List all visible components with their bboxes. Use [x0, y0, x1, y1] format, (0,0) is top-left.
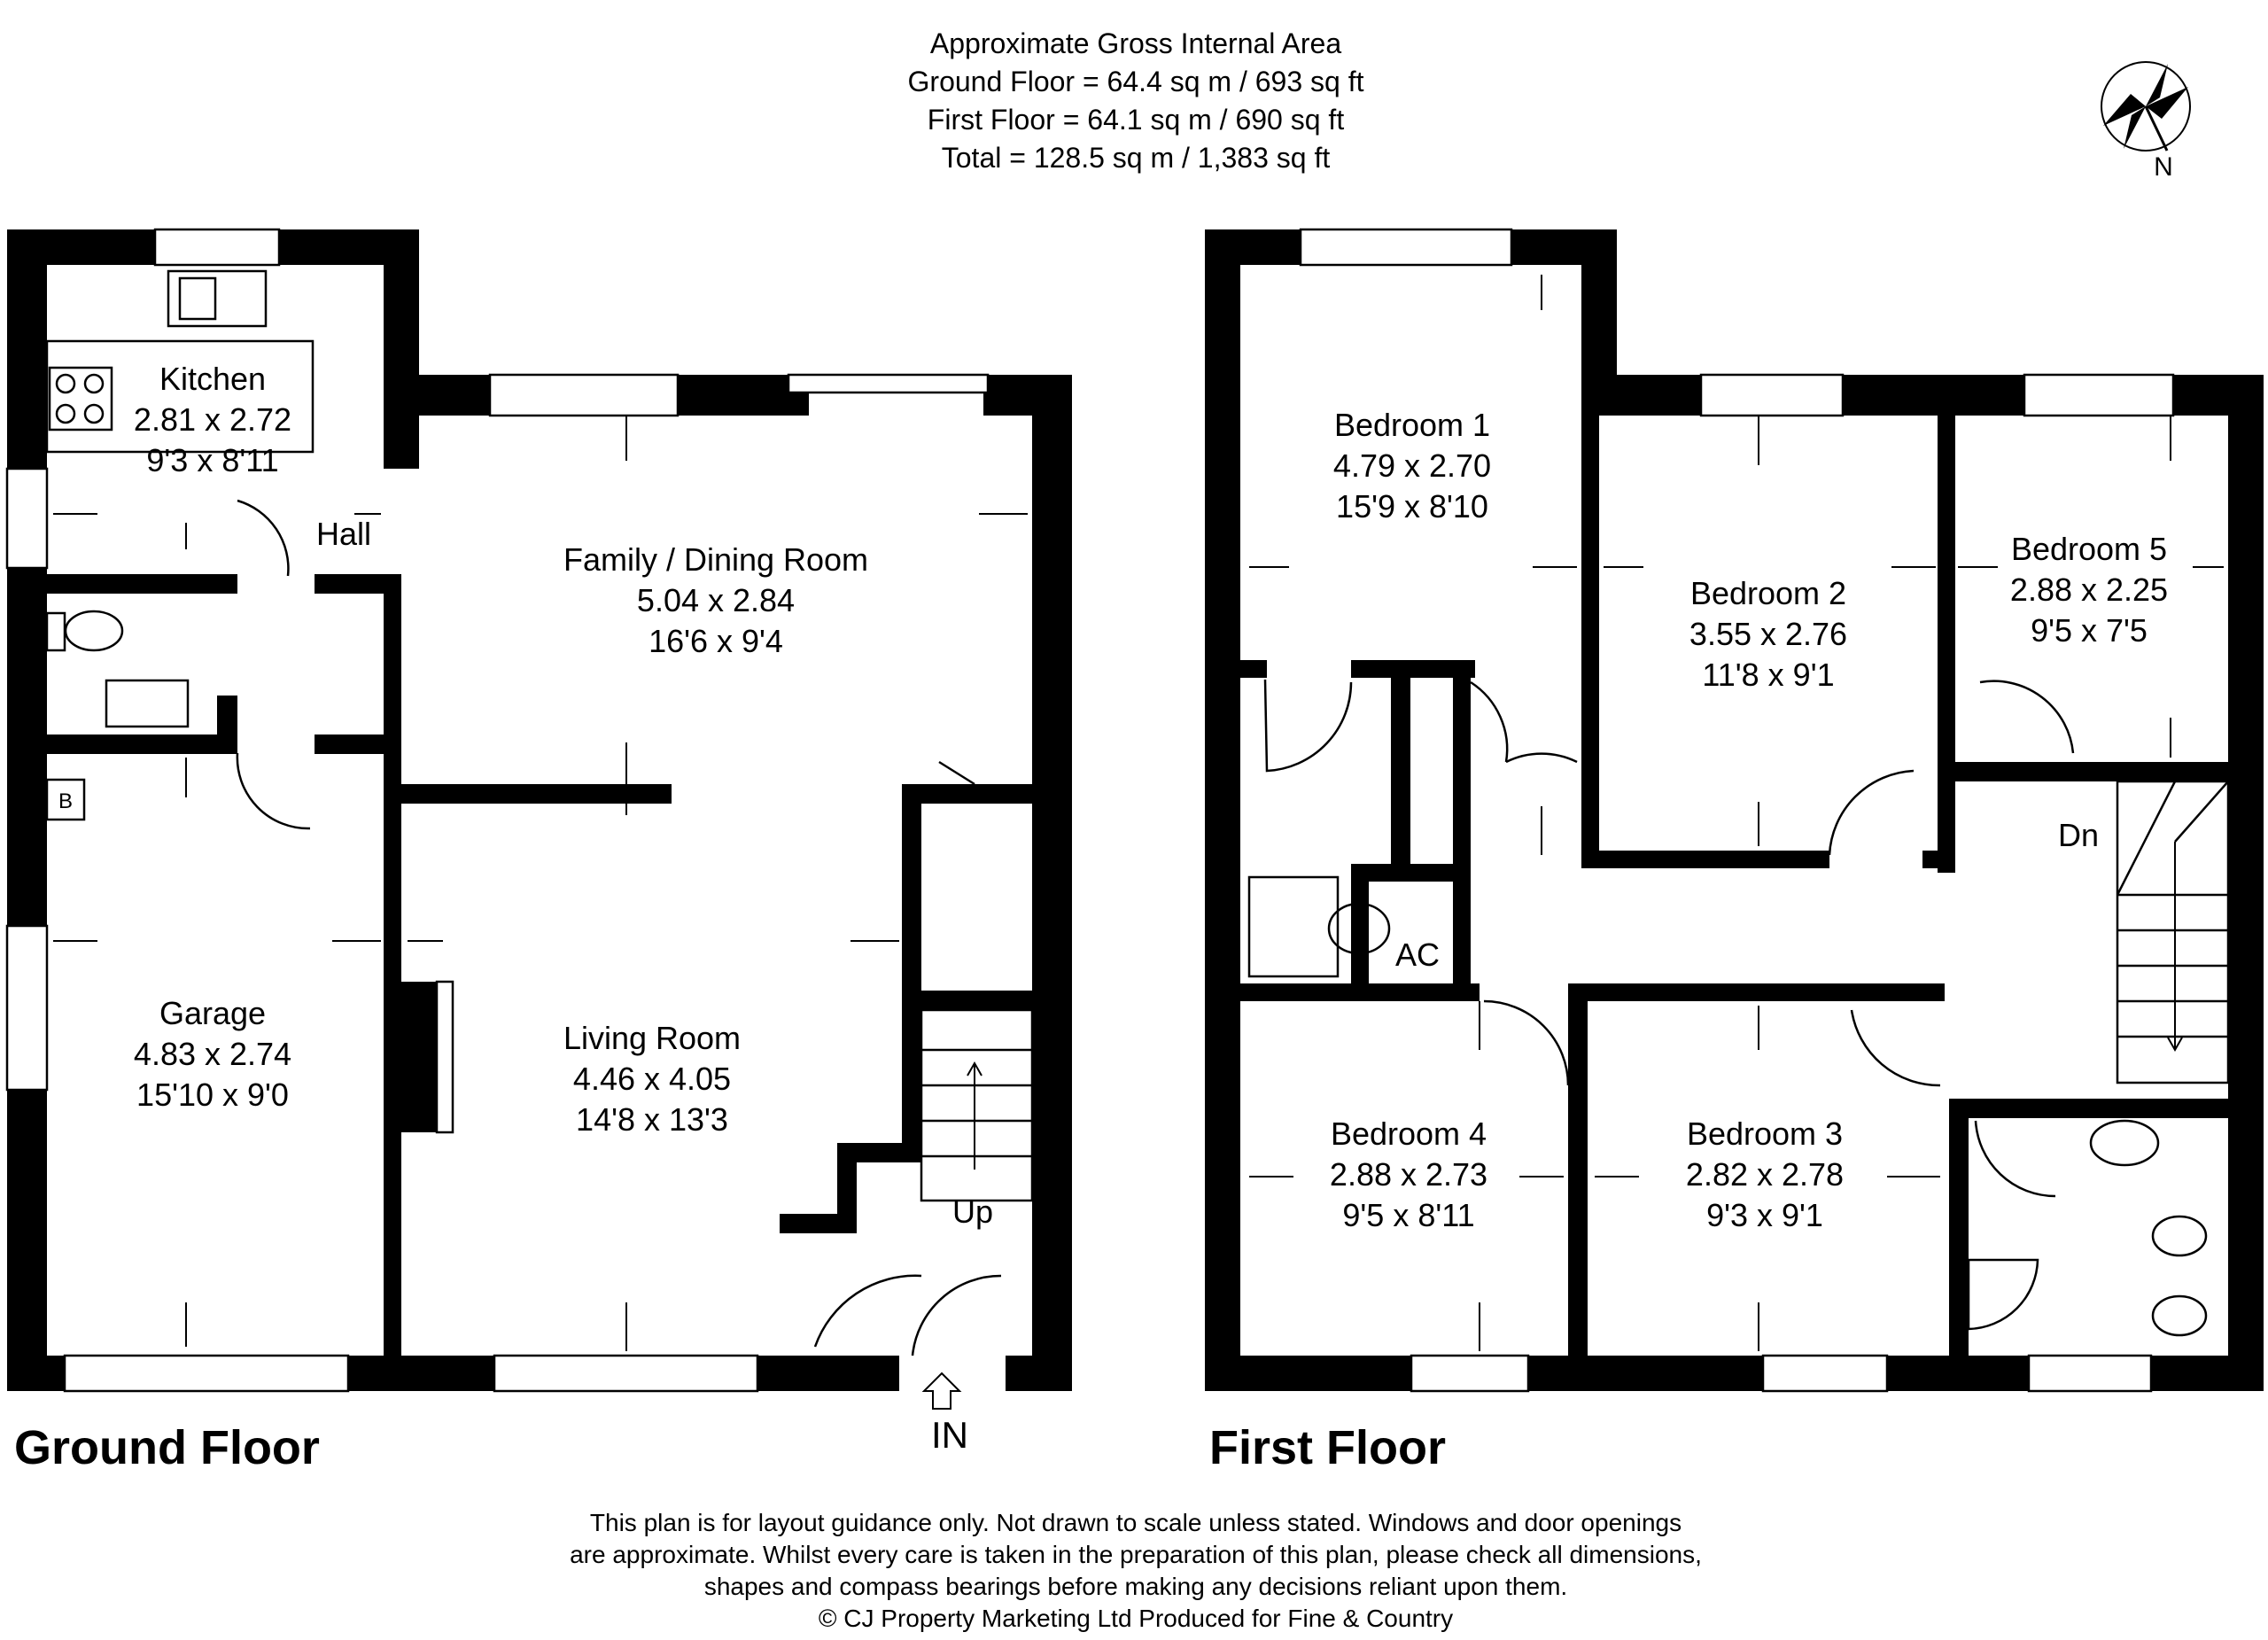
room-metric: 4.83 x 2.74: [134, 1036, 291, 1072]
ground-floor-walls: [5, 228, 1072, 1393]
room-bedroom-3: Bedroom 3 2.82 x 2.78 9'3 x 9'1: [1686, 1115, 1844, 1233]
room-imperial: 9'3 x 9'1: [1706, 1197, 1823, 1233]
area-summary: Approximate Gross Internal Area Ground F…: [908, 27, 1364, 174]
room-metric: 3.55 x 2.76: [1689, 616, 1847, 652]
hob-icon: [48, 366, 113, 431]
boiler-label: B: [58, 789, 73, 813]
header-total-area: Total = 128.5 sq m / 1,383 sq ft: [942, 142, 1331, 174]
room-name: Bedroom 4: [1331, 1115, 1487, 1152]
room-imperial: 11'8 x 9'1: [1702, 657, 1834, 693]
first-floor-stairs: Dn: [2058, 780, 2230, 1084]
entrance-arrow-icon: IN: [921, 1372, 968, 1456]
room-bedroom-5: Bedroom 5 2.88 x 2.25 9'5 x 7'5: [2010, 531, 2168, 649]
room-imperial: 15'9 x 8'10: [1336, 488, 1488, 525]
room-imperial: 15'10 x 9'0: [136, 1076, 289, 1113]
boiler-icon: B: [45, 778, 86, 821]
ground-floor-title: Ground Floor: [14, 1421, 320, 1474]
room-garage: Garage 4.83 x 2.74 15'10 x 9'0: [134, 995, 291, 1113]
room-name: Living Room: [563, 1020, 741, 1056]
copyright-line: © CJ Property Marketing Ltd Produced for…: [819, 1605, 1453, 1632]
room-name: Bedroom 3: [1687, 1115, 1843, 1152]
stairs-up-label: Up: [952, 1193, 993, 1230]
room-metric: 2.88 x 2.73: [1330, 1156, 1487, 1193]
room-name: Bedroom 1: [1334, 407, 1490, 443]
room-imperial: 9'5 x 7'5: [2031, 612, 2148, 649]
first-floor-title: First Floor: [1209, 1421, 1446, 1474]
kitchen-fixtures: B: [45, 269, 315, 821]
wc-fixtures: [45, 610, 190, 728]
header-title: Approximate Gross Internal Area: [930, 27, 1341, 59]
room-name: Bedroom 2: [1690, 575, 1846, 611]
room-metric: 2.81 x 2.72: [134, 401, 291, 438]
ground-floor-doors: [236, 499, 1002, 1356]
room-kitchen: Kitchen 2.81 x 2.72 9'3 x 8'11: [134, 361, 291, 478]
room-metric: 5.04 x 2.84: [637, 582, 795, 618]
room-name: Family / Dining Room: [563, 541, 868, 578]
airing-cupboard-label: AC: [1395, 937, 1440, 973]
bathroom-fixtures: [1247, 875, 2208, 1337]
header-ground-area: Ground Floor = 64.4 sq m / 693 sq ft: [908, 66, 1364, 97]
room-imperial: 16'6 x 9'4: [649, 623, 783, 659]
hall-label: Hall: [316, 516, 371, 552]
room-family-dining: Family / Dining Room 5.04 x 2.84 16'6 x …: [563, 541, 868, 659]
disclaimer: This plan is for layout guidance only. N…: [570, 1509, 1702, 1632]
room-imperial: 9'3 x 8'11: [146, 442, 278, 478]
entrance-label: IN: [931, 1414, 968, 1456]
ground-floor-plan: B Up: [5, 228, 1072, 1474]
first-floor-walls: [1205, 228, 2264, 1393]
room-imperial: 9'5 x 8'11: [1342, 1197, 1474, 1233]
compass-rose-icon: N: [2101, 61, 2191, 182]
ground-floor-dimension-arrows: [53, 416, 1028, 1351]
room-name: Bedroom 5: [2011, 531, 2167, 567]
room-metric: 2.88 x 2.25: [2010, 571, 2168, 608]
compass-north-label: N: [2154, 152, 2173, 182]
disclaimer-line-2: are approximate. Whilst every care is ta…: [570, 1541, 1702, 1568]
room-name: Kitchen: [159, 361, 266, 397]
disclaimer-line-1: This plan is for layout guidance only. N…: [590, 1509, 1682, 1536]
room-bedroom-1: Bedroom 1 4.79 x 2.70 15'9 x 8'10: [1333, 407, 1491, 525]
room-bedroom-2: Bedroom 2 3.55 x 2.76 11'8 x 9'1: [1689, 575, 1847, 693]
ground-floor-stairs: Up: [920, 1008, 1034, 1230]
room-metric: 4.46 x 4.05: [573, 1061, 731, 1097]
first-floor-plan: Dn AC: [1205, 228, 2264, 1474]
room-name: Garage: [159, 995, 266, 1031]
room-imperial: 14'8 x 13'3: [576, 1101, 728, 1138]
room-bedroom-4: Bedroom 4 2.88 x 2.73 9'5 x 8'11: [1330, 1115, 1487, 1233]
room-living: Living Room 4.46 x 4.05 14'8 x 13'3: [563, 1020, 741, 1138]
first-floor-doors: [1263, 679, 2075, 1198]
disclaimer-line-3: shapes and compass bearings before makin…: [704, 1573, 1567, 1600]
header-first-area: First Floor = 64.1 sq m / 690 sq ft: [928, 104, 1345, 136]
stairs-down-label: Dn: [2058, 817, 2099, 853]
room-metric: 2.82 x 2.78: [1686, 1156, 1844, 1193]
room-metric: 4.79 x 2.70: [1333, 447, 1491, 484]
first-floor-dimension-arrows: [1249, 275, 2224, 1351]
